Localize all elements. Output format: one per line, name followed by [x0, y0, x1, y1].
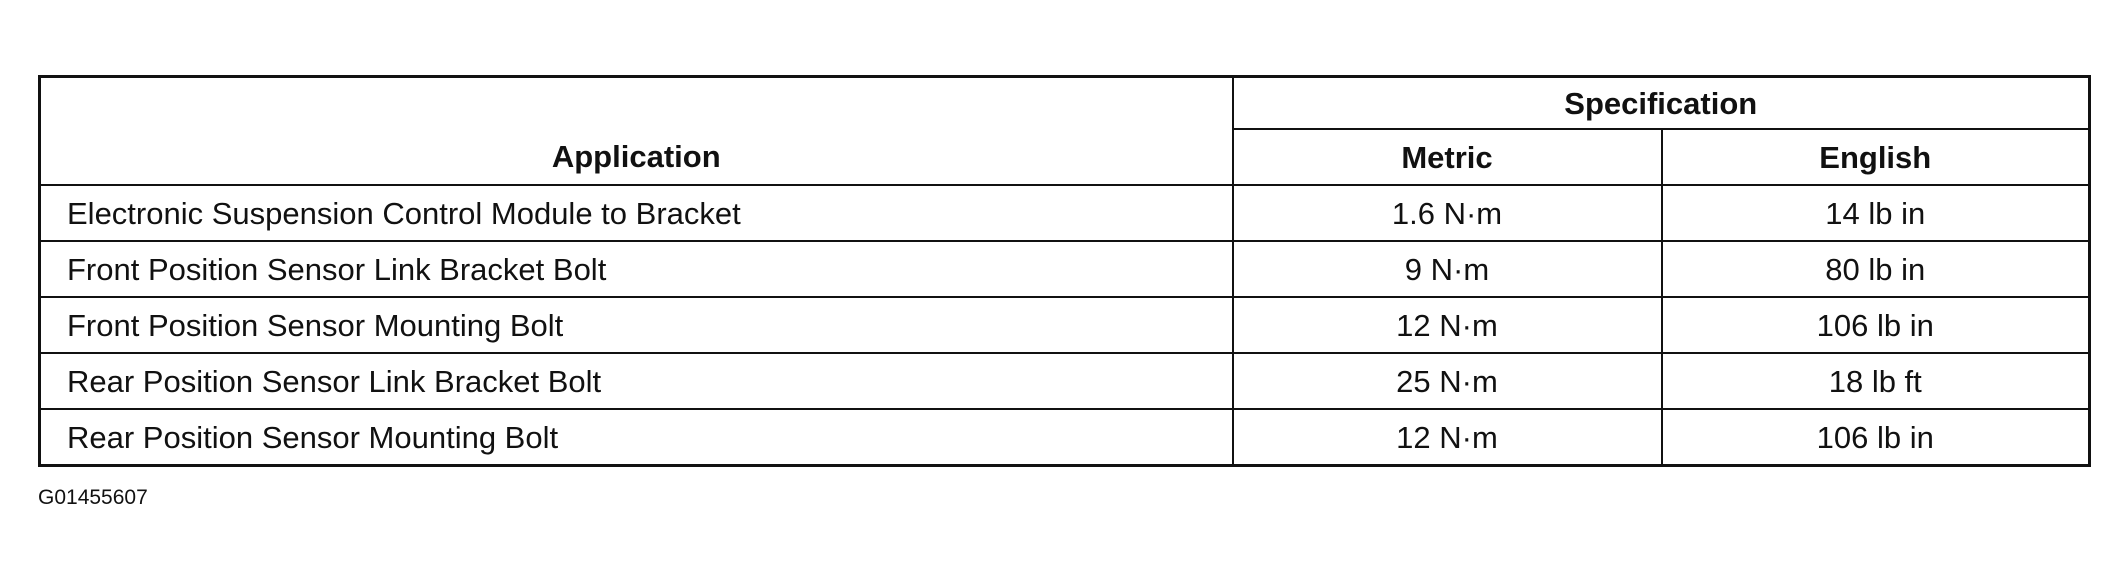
cell-application: Rear Position Sensor Link Bracket Bolt	[38, 352, 1234, 410]
table-row: Rear Position Sensor Mounting Bolt 12 N·…	[38, 408, 2091, 467]
cell-english: 18 lb ft	[1660, 352, 2091, 410]
cell-metric: 1.6 N·m	[1231, 184, 1663, 242]
table-row: Front Position Sensor Mounting Bolt 12 N…	[38, 296, 2091, 354]
cell-metric: 25 N·m	[1231, 352, 1663, 410]
header-row-units: Metric English	[40, 128, 2091, 186]
cell-english: 106 lb in	[1660, 296, 2091, 354]
figure-id: G01455607	[38, 486, 148, 509]
table-row: Rear Position Sensor Link Bracket Bolt 2…	[38, 352, 2091, 410]
cell-metric: 12 N·m	[1231, 408, 1663, 467]
cell-english: 80 lb in	[1660, 240, 2091, 298]
column-header-english: English	[1660, 128, 2091, 186]
header-row-specification: Application Specification	[38, 75, 2091, 186]
cell-application: Front Position Sensor Mounting Bolt	[38, 296, 1234, 354]
column-header-application: Application	[38, 75, 1234, 186]
cell-application: Front Position Sensor Link Bracket Bolt	[38, 240, 1234, 298]
column-header-metric: Metric	[1231, 128, 1663, 186]
cell-metric: 9 N·m	[1231, 240, 1663, 298]
table-row: Front Position Sensor Link Bracket Bolt …	[38, 240, 2091, 298]
cell-metric: 12 N·m	[1231, 296, 1663, 354]
table-row: Electronic Suspension Control Module to …	[38, 184, 2091, 242]
cell-english: 14 lb in	[1660, 184, 2091, 242]
cell-application: Electronic Suspension Control Module to …	[38, 184, 1234, 242]
cell-english: 106 lb in	[1660, 408, 2091, 467]
torque-specification-table: Application Specification Metric English…	[38, 75, 2091, 467]
column-header-specification: Specification	[1231, 75, 2091, 130]
cell-application: Rear Position Sensor Mounting Bolt	[38, 408, 1234, 467]
